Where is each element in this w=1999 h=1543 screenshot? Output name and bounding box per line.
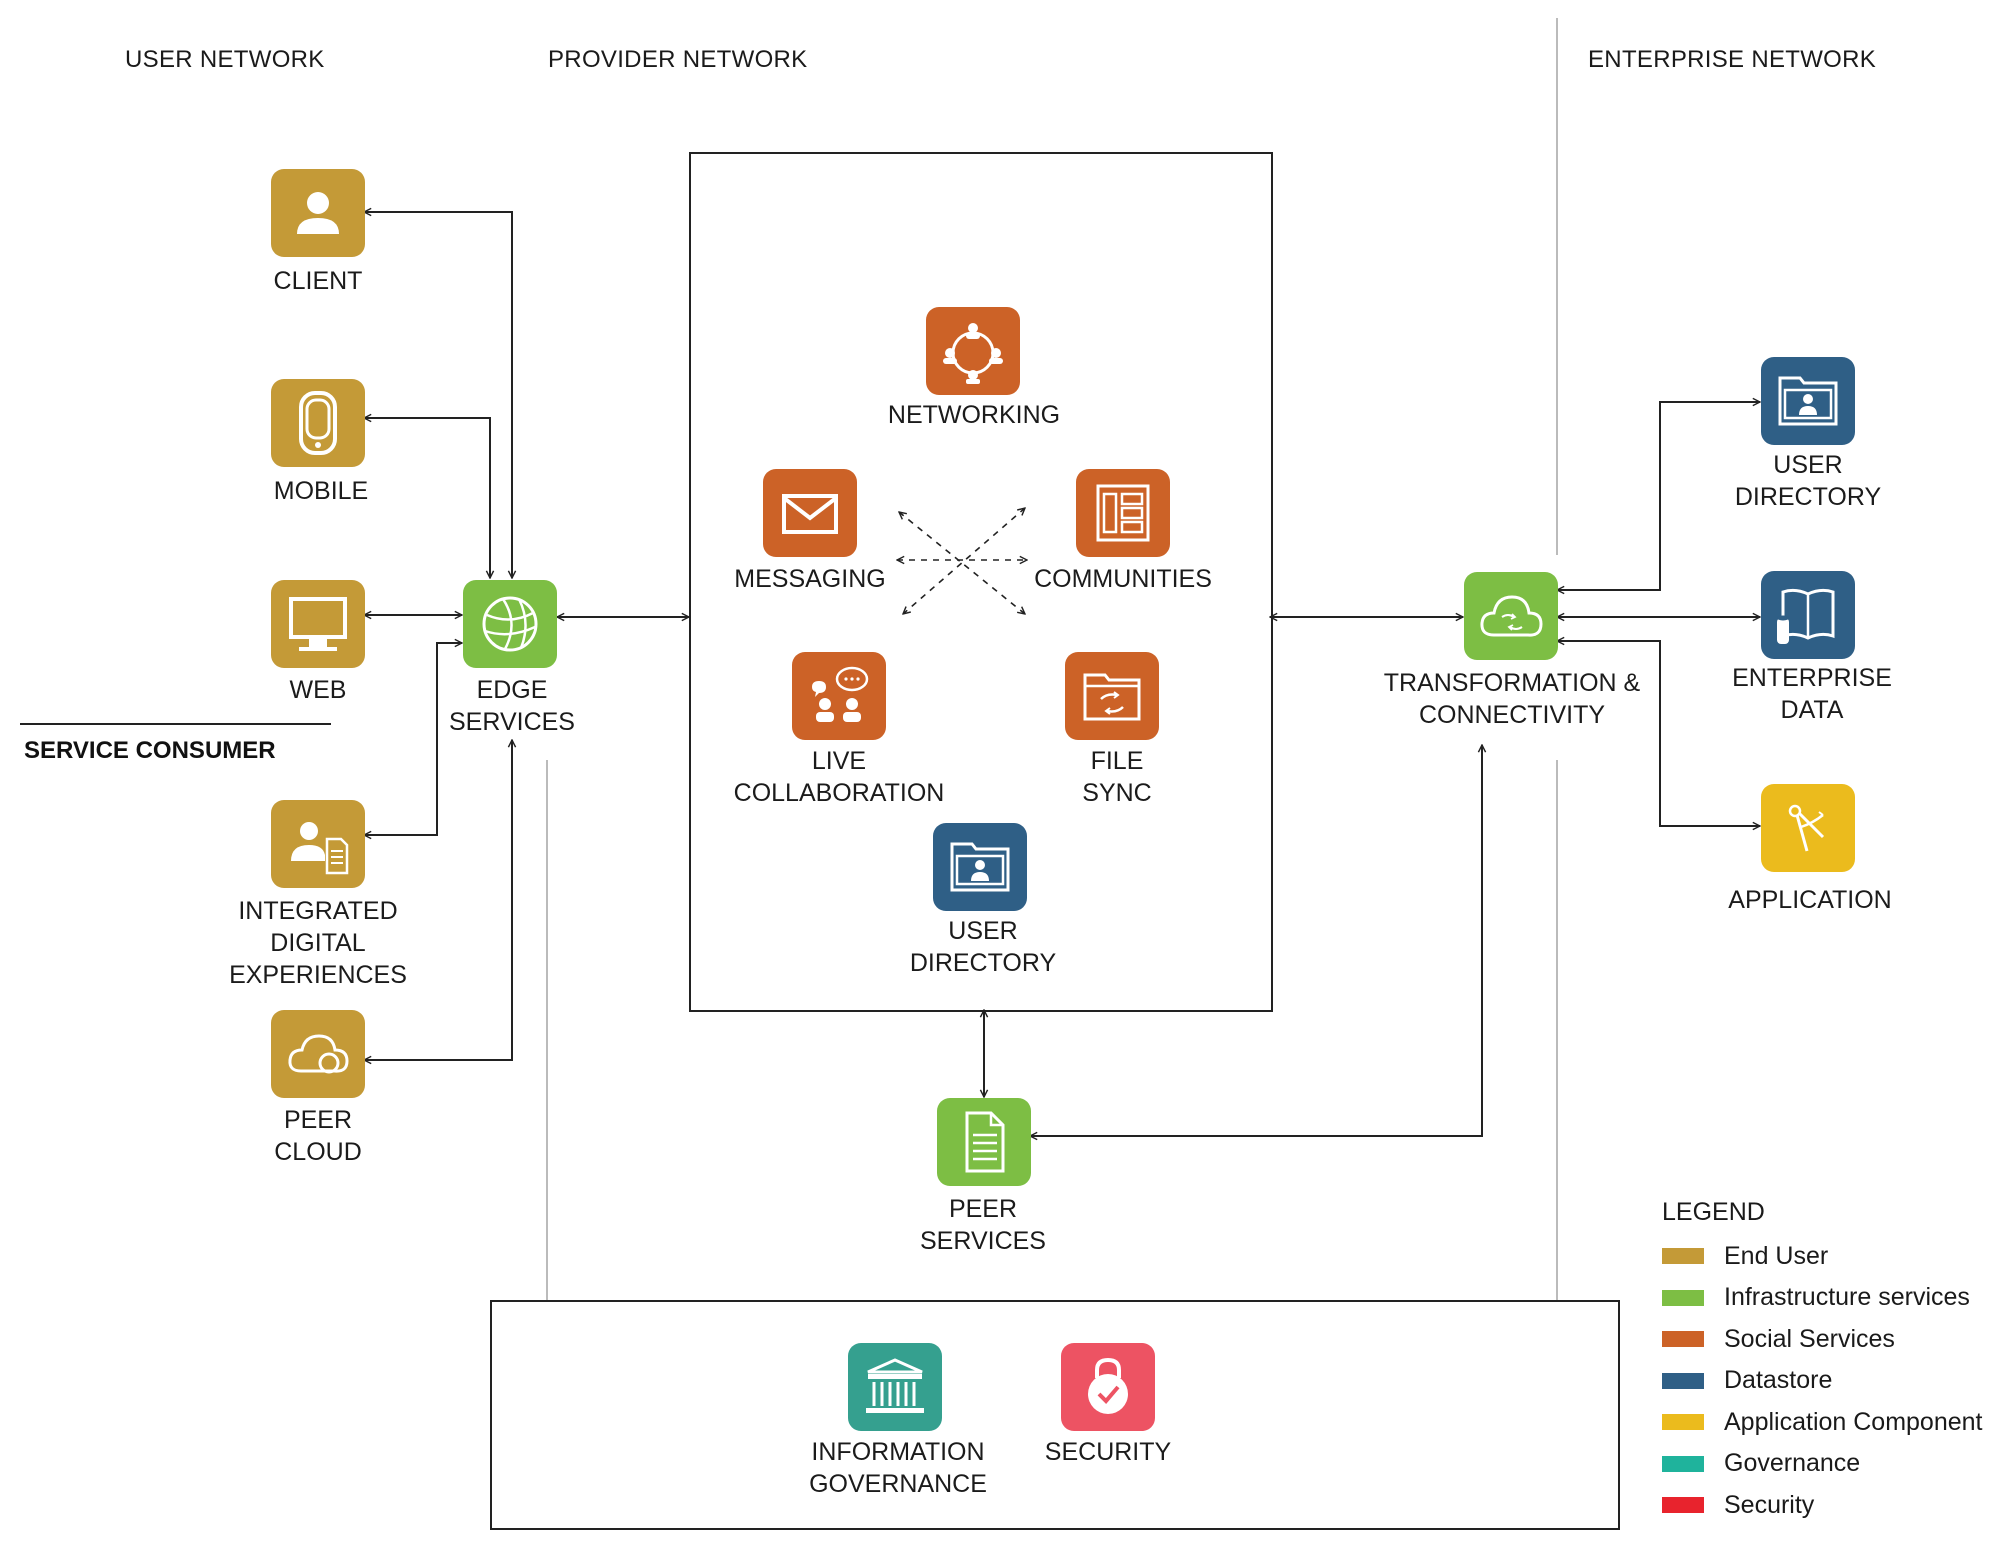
connector-peer-transformation bbox=[1030, 745, 1482, 1136]
web-label: WEB bbox=[289, 676, 347, 704]
transformation-connectivity-label: TRANSFORMATION & CONNECTIVITY bbox=[1383, 669, 1641, 729]
monitor-icon bbox=[271, 580, 365, 668]
legend-title: LEGEND bbox=[1662, 1198, 1765, 1226]
peer-services-label: PEER SERVICES bbox=[920, 1195, 1046, 1255]
security-label: SECURITY bbox=[1044, 1438, 1172, 1466]
peer-cloud-label: PEER CLOUD bbox=[274, 1106, 362, 1166]
connector-integrated-edge bbox=[364, 643, 462, 835]
edge-services-label: EDGE SERVICES bbox=[449, 676, 575, 736]
user-network-title: USER NETWORK bbox=[125, 46, 325, 73]
enterprise-network-title: ENTERPRISE NETWORK bbox=[1588, 46, 1877, 73]
folder-user-icon bbox=[933, 823, 1027, 911]
bank-building-icon bbox=[848, 1343, 942, 1431]
legend-label: Datastore bbox=[1724, 1366, 1833, 1394]
provider-network-title: PROVIDER NETWORK bbox=[548, 46, 808, 73]
user-document-icon bbox=[271, 800, 365, 888]
application-label: APPLICATION bbox=[1728, 886, 1892, 914]
legend-swatch bbox=[1662, 1248, 1704, 1264]
provider-services-box bbox=[689, 152, 1273, 1012]
legend-item: Security bbox=[1662, 1489, 1814, 1521]
legend-label: Security bbox=[1724, 1490, 1815, 1519]
legend-item: Social Services bbox=[1662, 1323, 1895, 1355]
compass-drafting-icon bbox=[1761, 784, 1855, 872]
legend-swatch bbox=[1662, 1455, 1704, 1472]
legend-item: Datastore bbox=[1662, 1365, 1832, 1397]
legend-swatch bbox=[1662, 1414, 1704, 1430]
legend-label: Application Component bbox=[1724, 1407, 1983, 1436]
padlock-check-icon bbox=[1061, 1343, 1155, 1431]
mobile-label: MOBILE bbox=[273, 477, 369, 505]
chat-people-icon bbox=[792, 652, 886, 740]
legend-item: End User bbox=[1662, 1240, 1828, 1272]
connector-mobile-edge bbox=[364, 418, 490, 578]
legend-swatch bbox=[1662, 1497, 1704, 1513]
connector-transformation-userdir bbox=[1557, 402, 1760, 590]
networking-label: NETWORKING bbox=[887, 401, 1061, 429]
legend-swatch bbox=[1662, 1331, 1704, 1347]
mobile-phone-icon bbox=[271, 379, 365, 467]
layout-panels-icon bbox=[1076, 469, 1170, 557]
dashed-mesh bbox=[897, 508, 1027, 614]
legend-label: End User bbox=[1724, 1241, 1829, 1270]
service-consumer-title: SERVICE CONSUMER bbox=[24, 737, 276, 764]
connector-peercloud-edge bbox=[364, 740, 512, 1060]
live-collaboration-label: LIVE COLLABORATION bbox=[733, 747, 945, 807]
legend-item: Application Component bbox=[1662, 1406, 1983, 1438]
legend-swatch bbox=[1662, 1289, 1704, 1306]
envelope-icon bbox=[763, 469, 857, 557]
cloud-icon bbox=[271, 1010, 365, 1098]
book-database-icon bbox=[1761, 571, 1855, 659]
messaging-label: MESSAGING bbox=[734, 565, 886, 593]
cloud-sync-icon bbox=[1464, 572, 1558, 660]
connector-client-edge bbox=[364, 212, 512, 578]
communities-label: COMMUNITIES bbox=[1034, 565, 1212, 593]
user-icon bbox=[271, 169, 365, 257]
enterprise-data-label: ENTERPRISE DATA bbox=[1732, 664, 1892, 724]
file-sync-label: FILE SYNC bbox=[1082, 747, 1152, 807]
governance-box bbox=[490, 1300, 1620, 1530]
legend-label: Governance bbox=[1724, 1449, 1861, 1477]
user-directory-enterprise-label: USER DIRECTORY bbox=[1734, 451, 1882, 511]
legend-label: Social Services bbox=[1724, 1324, 1895, 1353]
document-icon bbox=[937, 1098, 1031, 1186]
globe-icon bbox=[463, 580, 557, 668]
legend-item: Infrastructure services bbox=[1662, 1282, 1970, 1314]
integrated-digital-experiences-label: INTEGRATED DIGITAL EXPERIENCES bbox=[229, 897, 407, 989]
information-governance-label: INFORMATION GOVERNANCE bbox=[809, 1438, 987, 1498]
folder-sync-icon bbox=[1065, 652, 1159, 740]
user-directory-provider-label: USER DIRECTORY bbox=[909, 917, 1057, 977]
connector-transformation-application bbox=[1557, 641, 1760, 826]
legend-swatch bbox=[1662, 1372, 1704, 1389]
folder-user-icon bbox=[1761, 357, 1855, 445]
legend-label: Infrastructure services bbox=[1724, 1283, 1970, 1311]
people-network-icon bbox=[926, 307, 1020, 395]
client-label: CLIENT bbox=[273, 267, 363, 295]
legend-item: Governance bbox=[1662, 1448, 1860, 1480]
